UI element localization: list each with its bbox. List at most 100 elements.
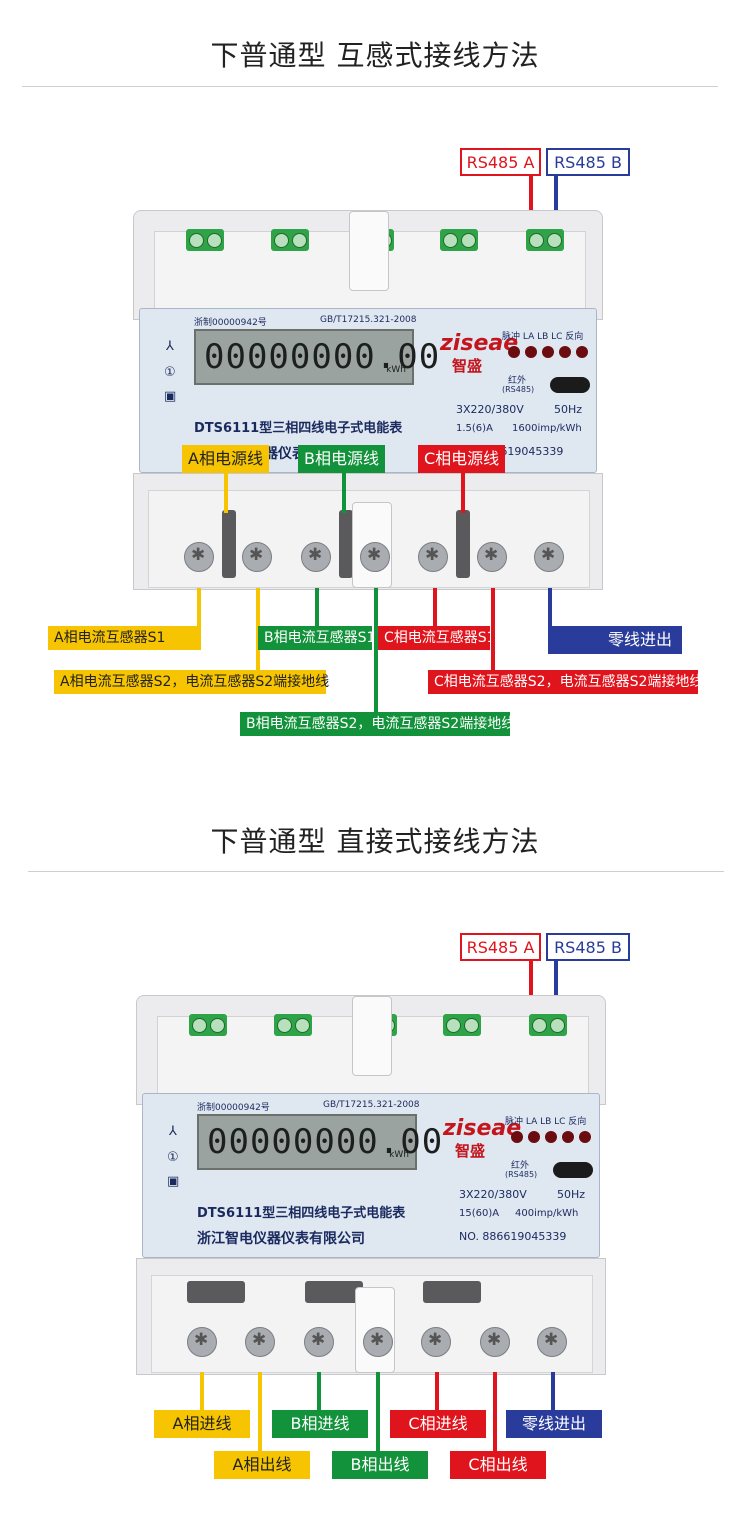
rs485b-box-1: RS485 B [546, 148, 630, 176]
meter-2-terminal-block [136, 1258, 606, 1375]
meter-2-top [136, 995, 606, 1106]
rs-terminal-2 [271, 229, 309, 251]
neutral-wire-1 [548, 588, 552, 640]
terminal-4 [301, 542, 331, 572]
model-text: DTS6111型三相四线电子式电能表 [194, 421, 403, 436]
b-s1-wire [315, 588, 319, 638]
neutral-tag-2: 零线进出 [506, 1410, 602, 1438]
neutral-tag-1: 零线进出 [548, 626, 682, 654]
b-in-wire [317, 1372, 321, 1412]
class-1-icon: ① [164, 365, 176, 380]
section1-divider [22, 86, 718, 87]
c-out-tag: C相出线 [450, 1451, 546, 1479]
rs485a-wire-2 [529, 961, 533, 1001]
a-s1-tag: A相电流互感器S1 [48, 626, 201, 650]
meter-1-top [133, 210, 603, 321]
bus-bar-c [423, 1281, 481, 1303]
a-out-tag: A相出线 [214, 1451, 310, 1479]
double-insulation-icon: ▣ [164, 389, 177, 404]
terminal-1 [184, 542, 214, 572]
terminal-10 [534, 542, 564, 572]
terminal-4 [304, 1327, 334, 1357]
brand-cn: 智盛 [452, 357, 483, 375]
section1-title: 下普通型 互感式接线方法 [210, 39, 540, 72]
link-c [456, 510, 470, 578]
ir-sublabel: (RS485) [505, 1170, 538, 1179]
lcd-unit: kWh [386, 365, 406, 375]
meter-top-clip [349, 211, 389, 291]
rs-terminal-5 [526, 229, 564, 251]
voltage-text: 3X220/380V [456, 403, 524, 416]
c-s2-wire [491, 588, 495, 674]
bus-bar-b [305, 1281, 363, 1303]
current-text: 15(60)A [459, 1208, 500, 1219]
a-s2-tag: A相电流互感器S2，电流互感器S2端接地线 [54, 670, 329, 694]
rs-terminal-4 [440, 229, 478, 251]
y-connection-icon: ⅄ [169, 1124, 177, 1139]
maker-text: 浙江智电仪器仪表有限公司 [197, 1231, 365, 1247]
lcd-display: 00000000.00 kWh [194, 329, 439, 385]
rs485b-wire-2 [554, 961, 558, 1001]
serial-text: NO. 886619045339 [459, 1230, 567, 1243]
rs-terminal-1 [186, 229, 224, 251]
section2-divider [28, 871, 724, 872]
a-in-tag: A相进线 [154, 1410, 250, 1438]
c-in-tag: C相进线 [390, 1410, 486, 1438]
lcd-digits: 00000000.00 [207, 1122, 444, 1162]
class-1-icon: ① [167, 1150, 179, 1165]
b-s2-tag: B相电流互感器S2，电流互感器S2端接地线 [240, 712, 515, 736]
terminal-10 [537, 1327, 567, 1357]
link-a [222, 510, 236, 578]
pulse-leds [511, 1128, 596, 1147]
rs485a-box-2: RS485 A [460, 933, 541, 961]
c-power-wire [461, 473, 465, 513]
meter-top-clip [352, 996, 392, 1076]
terminal-1 [187, 1327, 217, 1357]
b-out-tag: B相出线 [332, 1451, 428, 1479]
double-insulation-icon: ▣ [167, 1174, 180, 1189]
b-out-wire [376, 1372, 380, 1452]
rs485b-wire-1 [554, 176, 558, 216]
brand-logo: ziseae [440, 331, 519, 356]
constant-text: 1600imp/kWh [512, 423, 582, 434]
section2-title: 下普通型 直接式接线方法 [210, 825, 540, 858]
led-labels: 脉冲 LA LB LC 反向 [505, 1117, 587, 1127]
lcd-display: 00000000.00 kWh [197, 1114, 442, 1170]
b-s1-tag: B相电流互感器S1 [258, 626, 375, 650]
a-in-wire [200, 1372, 204, 1412]
terminal-9 [480, 1327, 510, 1357]
neutral-wire-2 [551, 1372, 555, 1412]
rs-terminal-5 [529, 1014, 567, 1036]
cert-text: 浙制00000942号 [197, 1103, 270, 1113]
bus-bar-a [187, 1281, 245, 1303]
terminal-6 [360, 542, 390, 572]
terminal-3 [242, 542, 272, 572]
brand-cn: 智盛 [455, 1142, 486, 1160]
c-in-wire [435, 1372, 439, 1412]
b-power-tag: B相电源线 [298, 445, 385, 473]
freq-text: 50Hz [554, 403, 583, 416]
rs-terminal-4 [443, 1014, 481, 1036]
standard-text: GB/T17215.321-2008 [320, 315, 417, 325]
model-text: DTS6111型三相四线电子式电能表 [197, 1206, 406, 1221]
b-in-tag: B相进线 [272, 1410, 368, 1438]
lcd-unit: kWh [389, 1150, 409, 1160]
pulse-leds [508, 343, 593, 362]
terminal-7 [421, 1327, 451, 1357]
terminal-6 [363, 1327, 393, 1357]
rs485b-box-2: RS485 B [546, 933, 630, 961]
b-s2-wire [374, 588, 378, 716]
ir-port [550, 377, 590, 393]
a-s1-wire [197, 588, 201, 638]
ir-label: 红外 [511, 1161, 530, 1171]
c-s2-tag: C相电流互感器S2，电流互感器S2端接地线 [428, 670, 703, 694]
y-connection-icon: ⅄ [166, 339, 174, 354]
rs-terminal-1 [189, 1014, 227, 1036]
meter-2: 浙制00000942号 GB/T17215.321-2008 ⅄ ① ▣ 000… [136, 995, 606, 1375]
voltage-text: 3X220/380V [459, 1188, 527, 1201]
meter-1-terminal-block [133, 473, 603, 590]
ir-sublabel: (RS485) [502, 385, 535, 394]
terminal-7 [418, 542, 448, 572]
terminal-3 [245, 1327, 275, 1357]
a-power-tag: A相电源线 [182, 445, 269, 473]
